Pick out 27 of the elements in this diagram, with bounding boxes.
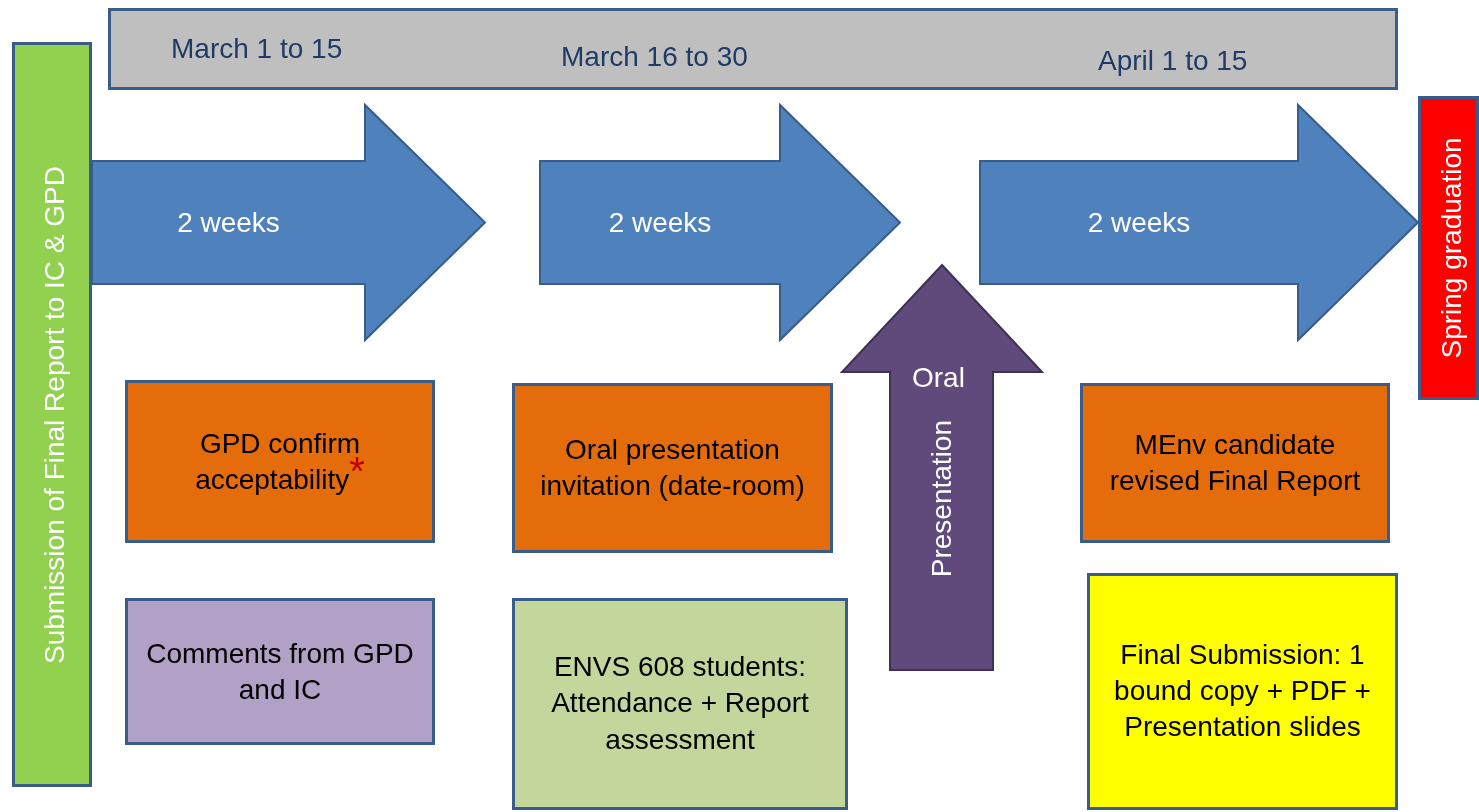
step-text: Comments from GPD and IC	[145, 636, 415, 707]
block-arrow	[91, 102, 487, 343]
edge-label: 2 weeks	[177, 206, 280, 239]
bar-label: Submission of Final Report to IC & GPD	[38, 165, 71, 664]
bar-label: Spring graduation	[1434, 137, 1468, 359]
timeline-bar	[108, 8, 1398, 90]
vertical-bar	[1418, 96, 1479, 400]
arrow-label: Presentation	[925, 420, 958, 578]
edge-label: 2 weeks	[608, 206, 712, 239]
step-box	[125, 380, 435, 543]
edge-label: 2 weeks	[1087, 206, 1191, 239]
step-box	[1087, 573, 1398, 810]
block-arrow	[979, 102, 1420, 343]
date-label: April 1 to 15	[1098, 44, 1248, 78]
step-box	[512, 598, 848, 810]
vertical-bar	[12, 42, 92, 787]
date-label: March 1 to 15	[171, 32, 343, 66]
step-box	[512, 383, 833, 553]
arrow-label: Oral	[912, 361, 965, 395]
step-text: MEnv candidate revised Final Report	[1108, 427, 1362, 498]
block-arrow	[539, 102, 902, 343]
step-text: ENVS 608 students: Attendance + Report assessment	[550, 650, 810, 758]
step-box	[1080, 383, 1390, 543]
step-box	[125, 598, 435, 745]
date-label: March 16 to 30	[561, 40, 748, 74]
step-text: Oral presentation invitation (date-room)	[539, 432, 806, 503]
step-text: Final Submission: 1 bound copy + PDF + Presentation slides	[1113, 637, 1372, 745]
